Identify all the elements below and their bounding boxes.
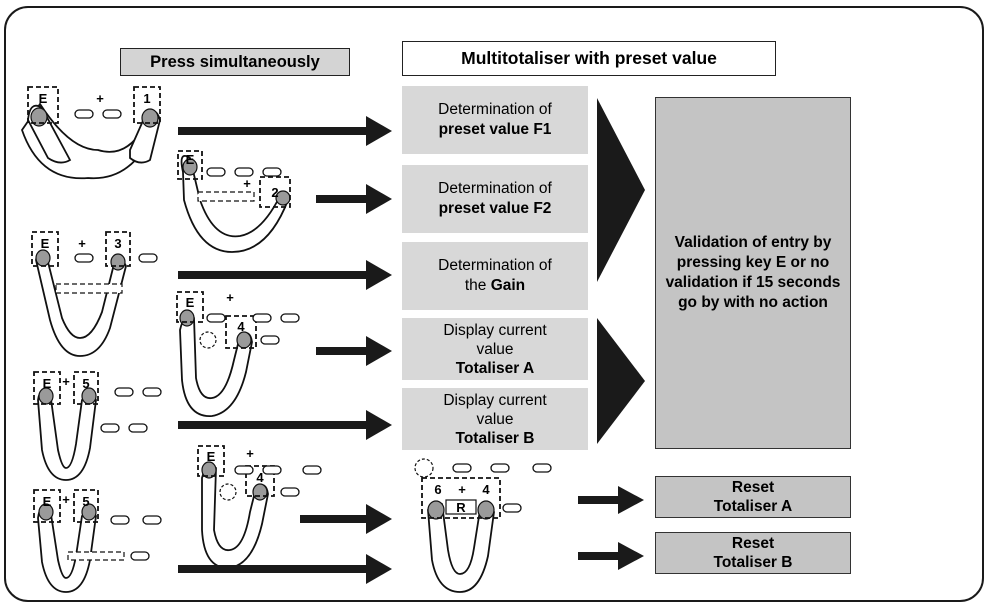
reset-b-line2: Totaliser B [713, 554, 793, 571]
label-plus: + [243, 176, 251, 191]
label-4: 4 [256, 470, 264, 485]
gain-line1: Determination of [438, 257, 552, 274]
label-e: E [39, 91, 48, 106]
key-e-frame [31, 231, 59, 267]
hand-e-plus-5-b [33, 489, 162, 593]
hand-e-plus-4 [176, 291, 300, 417]
key-3-frame [105, 231, 131, 267]
label-e: E [43, 494, 52, 509]
display-a-line2: value [476, 340, 514, 358]
hand-e-plus-2 [177, 150, 291, 253]
label-e: E [207, 449, 216, 464]
label-plus: + [62, 492, 70, 507]
hand-e-plus-1 [21, 86, 161, 180]
label-6: 6 [434, 482, 441, 497]
multi-header-text: Multitotaliser with preset value [461, 48, 717, 68]
key-4-frame [225, 315, 257, 349]
key-e-frame [27, 86, 59, 124]
arrow-reset-a [578, 486, 644, 514]
gain-line2-prefix: the [464, 277, 491, 294]
arrow-f1 [178, 116, 392, 146]
triangle-lower [597, 318, 645, 444]
key-e-frame [197, 445, 225, 477]
arrows [178, 98, 645, 584]
preset-f2-box: Determination of preset value F2 [402, 165, 588, 233]
preset-f1-line2: preset value F1 [438, 121, 552, 138]
label-plus: + [246, 446, 254, 461]
press-header-text: Press simultaneously [150, 52, 320, 71]
key-5-frame [73, 371, 99, 405]
arrow-total-b [178, 410, 392, 440]
label-4: 4 [237, 319, 245, 334]
multitotaliser-header: Multitotaliser with preset value [402, 41, 776, 76]
display-a-line1: Display current [443, 321, 547, 339]
label-e: E [186, 295, 195, 310]
display-a-line3: Totaliser A [455, 359, 535, 377]
label-4: 4 [482, 482, 490, 497]
reset-a-line1: Reset [731, 479, 775, 496]
preset-f1-box: Determination of preset value F1 [402, 86, 588, 154]
label-plus: + [78, 236, 86, 251]
label-e: E [186, 152, 195, 167]
display-b-line2: value [476, 410, 514, 428]
gain-line2-bold: Gain [490, 277, 526, 294]
label-plus: + [458, 482, 466, 497]
arrow-reset-hand-bottom [178, 554, 392, 584]
key-e-frame [177, 150, 203, 180]
triangle-upper [597, 98, 645, 282]
preset-f1-line1: Determination of [438, 101, 552, 118]
label-plus: + [226, 290, 234, 305]
arrow-reset-hand-top [300, 504, 392, 534]
display-b-line1: Display current [443, 391, 547, 409]
arrow-total-a [316, 336, 392, 366]
key-6-4-frame [421, 477, 501, 519]
label-plus: + [62, 374, 70, 389]
preset-f2-line2: preset value F2 [438, 200, 552, 217]
reset-totaliser-a-box: Reset Totaliser A [655, 476, 851, 518]
gain-box: Determination of the Gain [402, 242, 588, 310]
key-1-frame [133, 86, 161, 124]
reset-totaliser-b-box: Reset Totaliser B [655, 532, 851, 574]
hand-e-plus-3 [31, 231, 158, 357]
label-plus: + [96, 91, 104, 106]
label-2: 2 [271, 185, 278, 200]
diagram-frame [4, 6, 984, 602]
label-r: R [456, 500, 466, 515]
key-e-frame [33, 489, 61, 523]
display-totaliser-b-box: Display current value Totaliser B [402, 388, 588, 450]
press-simultaneously-header: Press simultaneously [120, 48, 350, 76]
label-e: E [43, 376, 52, 391]
arrow-reset-b [578, 542, 644, 570]
label-e: E [41, 236, 50, 251]
key-5-frame [73, 489, 99, 523]
gain-line2: the Gain [465, 276, 525, 296]
label-5: 5 [82, 376, 89, 391]
arrow-gain [178, 260, 392, 290]
hand-6-plus-4 [414, 458, 552, 593]
hand-e-plus-5 [33, 371, 162, 481]
validation-text: Validation of entry by pressing key E or… [665, 234, 841, 311]
key-labels: E 1 + E + 2 E + 3 E + 4 E + 5 E + 4 E + … [39, 91, 491, 515]
label-1: 1 [143, 91, 150, 106]
label-5: 5 [82, 494, 89, 509]
label-3: 3 [114, 236, 121, 251]
display-totaliser-a-box: Display current value Totaliser A [402, 318, 588, 380]
key-4-frame [245, 465, 275, 497]
key-e-frame [176, 291, 204, 323]
hand-e-plus-4-b [197, 445, 322, 569]
key-2-frame [259, 176, 291, 208]
display-b-line3: Totaliser B [455, 429, 535, 447]
validation-box: Validation of entry by pressing key E or… [655, 97, 851, 449]
arrow-f2 [316, 184, 392, 214]
reset-a-line2: Totaliser A [713, 498, 793, 515]
reset-b-line1: Reset [731, 535, 775, 552]
key-e-frame [33, 371, 61, 405]
preset-f2-line1: Determination of [438, 180, 552, 197]
